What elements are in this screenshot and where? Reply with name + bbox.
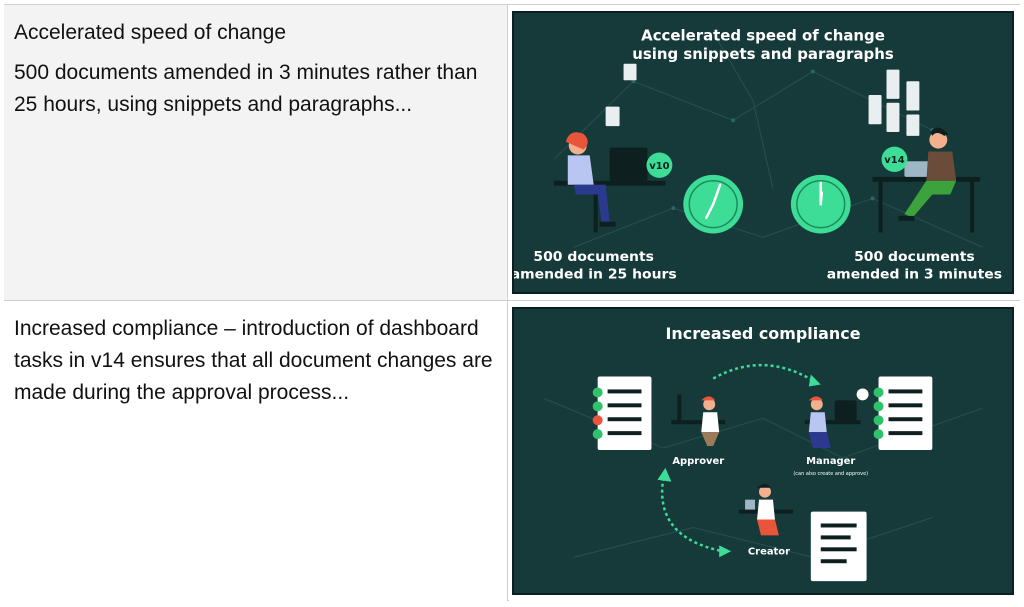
right-caption-line2: amended in 3 minutes xyxy=(827,266,1002,282)
right-caption-line1: 500 documents xyxy=(854,249,975,265)
manager-sublabel: (can also create and approve) xyxy=(793,471,868,477)
manager-label: Manager xyxy=(806,456,855,467)
compliance-slide-image: Increased compliance xyxy=(512,307,1014,595)
speed-illustration: Accelerated speed of change using snippe… xyxy=(514,13,1012,292)
slide-title-line2: using snippets and paragraphs xyxy=(632,46,894,63)
creator-figure xyxy=(739,483,793,536)
table-row-speed: Accelerated speed of change 500 document… xyxy=(4,5,1020,301)
left-worker-scene: v10 xyxy=(553,132,673,233)
right-checklist-icon xyxy=(873,376,933,451)
row-description: Increased compliance – introduction of d… xyxy=(14,317,493,404)
left-clock-icon xyxy=(683,174,744,234)
text-cell: Increased compliance – introduction of d… xyxy=(4,301,508,601)
row-heading: Accelerated speed of change xyxy=(14,21,287,44)
manager-figure xyxy=(804,388,869,449)
right-version-badge: v14 xyxy=(884,155,904,166)
right-clock-icon xyxy=(790,174,851,234)
slide-title-line1: Accelerated speed of change xyxy=(641,27,885,44)
text-cell: Accelerated speed of change 500 document… xyxy=(4,5,508,300)
creator-label: Creator xyxy=(748,546,790,557)
approver-figure xyxy=(671,394,726,447)
creator-document-icon xyxy=(810,511,867,582)
content-table: Accelerated speed of change 500 document… xyxy=(4,4,1020,601)
table-row-compliance: Increased compliance – introduction of d… xyxy=(4,301,1020,601)
row-description: 500 documents amended in 3 minutes rathe… xyxy=(14,61,478,116)
image-cell: Accelerated speed of change using snippe… xyxy=(509,5,1020,300)
approver-label: Approver xyxy=(672,456,724,467)
image-cell: Increased compliance xyxy=(509,301,1020,601)
left-caption-line2: amended in 25 hours xyxy=(514,266,677,282)
compliance-illustration: Increased compliance xyxy=(514,309,1012,593)
left-caption-line1: 500 documents xyxy=(533,249,654,265)
left-version-badge: v10 xyxy=(649,161,669,172)
left-checklist-icon xyxy=(592,376,652,451)
slide-title: Increased compliance xyxy=(665,324,860,343)
speed-slide-image: Accelerated speed of change using snippe… xyxy=(512,11,1014,294)
right-worker-scene: v14 xyxy=(872,127,981,233)
